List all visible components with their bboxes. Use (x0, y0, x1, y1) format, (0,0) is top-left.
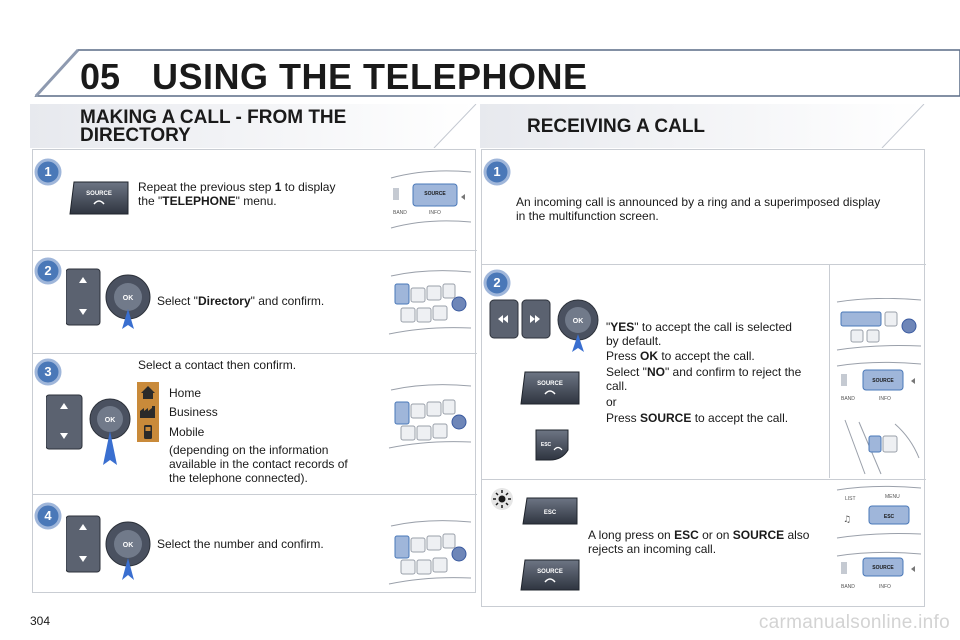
right-step1-text-line2: in the multifunction screen. (516, 209, 659, 223)
step-2-badge (34, 257, 62, 285)
left-step3-note-line3: the telephone connected). (169, 471, 308, 485)
left-section-title-bar (30, 104, 477, 148)
chapter-header-frame (34, 48, 960, 98)
svg-text:SOURCE: SOURCE (537, 569, 563, 575)
mobile-icon (137, 422, 159, 442)
svg-text:SOURCE: SOURCE (872, 565, 894, 571)
left-step4-text: Select the number and confirm. (157, 537, 324, 551)
dashboard-keypad-illustration (388, 270, 471, 335)
right-section-title-bar (480, 104, 925, 148)
tip-text-line2: rejects an incoming call. (588, 542, 717, 556)
right-step2-yes-line1: "YES" to accept the call is selected (606, 320, 792, 334)
dashboard-list-menu-esc-illustration: LIST MENU ESC ♫ (836, 485, 921, 539)
svg-text:ESC: ESC (541, 442, 552, 448)
tip-bulb-icon (491, 488, 513, 510)
ok-joystick-illustration: OK (46, 394, 131, 465)
step-1-number: 1 (44, 164, 52, 179)
step-4-badge (34, 502, 62, 530)
svg-text:SOURCE: SOURCE (86, 191, 112, 197)
dashboard-source-illustration: SOURCE BAND INFO (836, 361, 921, 402)
svg-text:INFO: INFO (879, 396, 891, 402)
right-step2-no-line2: call. (606, 379, 628, 393)
left-step3-intro: Select a contact then confirm. (138, 358, 297, 372)
svg-text:♫: ♫ (843, 515, 851, 525)
right-step-1-badge (483, 158, 511, 186)
source-button-illustration: SOURCE (69, 181, 129, 215)
svg-text:OK: OK (105, 417, 116, 424)
ok-joystick-illustration: OK (66, 515, 151, 580)
row-divider (33, 353, 477, 354)
svg-text:MENU: MENU (885, 494, 900, 500)
right-step-2-badge (483, 269, 511, 297)
business-icon (137, 402, 159, 422)
svg-text:SOURCE: SOURCE (537, 381, 563, 387)
dashboard-source-illustration: SOURCE BAND INFO (836, 551, 921, 590)
right-step2-yes-line2: by default. (606, 334, 662, 348)
right-step-1-number: 1 (493, 164, 501, 179)
svg-text:ESC: ESC (884, 514, 895, 520)
dashboard-keypad-illustration (388, 384, 471, 449)
svg-text:INFO: INFO (879, 584, 891, 590)
home-icon (137, 382, 159, 402)
chapter-title: USING THE TELEPHONE (152, 56, 588, 97)
page-number: 304 (30, 614, 51, 628)
svg-text:BAND: BAND (393, 210, 407, 216)
source-button-illustration: SOURCE (520, 371, 580, 405)
left-section-title-line2: DIRECTORY (80, 125, 191, 146)
ok-joystick-illustration: OK (66, 268, 151, 329)
contact-type-business: Business (169, 405, 218, 419)
right-step2-press-ok: Press OK to accept the call. (606, 349, 755, 363)
svg-text:OK: OK (123, 542, 134, 549)
row-divider (482, 264, 926, 265)
esc-button-illustration: ESC (522, 497, 578, 525)
right-step-2-number: 2 (493, 275, 501, 290)
row-divider (33, 494, 477, 495)
svg-text:BAND: BAND (841, 584, 855, 590)
step-1-badge (34, 158, 62, 186)
svg-text:SOURCE: SOURCE (424, 191, 446, 197)
svg-text:SOURCE: SOURCE (872, 378, 894, 384)
step-2-number: 2 (44, 263, 52, 278)
tip-text-line1: A long press on ESC or on SOURCE also (588, 528, 810, 542)
dashboard-keypad-illustration (836, 298, 921, 351)
left-step1-text-line1: Repeat the previous step 1 to display (138, 180, 336, 194)
chapter-number: 05 (80, 56, 121, 97)
row-divider (482, 479, 926, 480)
right-step2-press-source: Press SOURCE to accept the call. (606, 411, 789, 425)
left-section-title-line1: MAKING A CALL - FROM THE (80, 107, 347, 128)
right-step1-text-line1: An incoming call is announced by a ring … (516, 195, 881, 209)
left-step3-note-line2: available in the contact records of (169, 457, 348, 471)
svg-text:BAND: BAND (841, 396, 855, 402)
step-4-number: 4 (44, 508, 52, 523)
esc-button-illustration: ESC (535, 429, 569, 461)
contact-type-mobile: Mobile (169, 425, 205, 439)
svg-text:OK: OK (123, 295, 134, 302)
dashboard-source-illustration: SOURCE BAND INFO (387, 158, 471, 244)
right-section-title: RECEIVING A CALL (527, 116, 706, 137)
contact-type-home: Home (169, 386, 202, 400)
step-3-number: 3 (44, 364, 52, 379)
row-divider (33, 250, 477, 251)
dashboard-console-illustration (844, 419, 920, 475)
svg-text:LIST: LIST (845, 496, 856, 502)
dashboard-keypad-illustration (388, 520, 471, 585)
left-step2-text: Select "Directory" and confirm. (157, 294, 325, 308)
right-step2-or: or (606, 395, 617, 409)
watermark: carmanualsonline.info (758, 612, 950, 633)
source-button-illustration: SOURCE (520, 559, 580, 591)
right-step2-image-divider (829, 264, 830, 478)
step-3-badge (34, 358, 62, 386)
svg-text:INFO: INFO (429, 210, 441, 216)
left-step3-note-line1: (depending on the information (169, 443, 329, 457)
right-step2-no-line1: Select "NO" and confirm to reject the (606, 365, 802, 379)
left-step1-text-line2: the "TELEPHONE" menu. (138, 194, 277, 208)
seek-buttons-ok-illustration: OK (489, 299, 599, 352)
svg-text:ESC: ESC (544, 510, 557, 516)
svg-text:OK: OK (573, 318, 584, 325)
